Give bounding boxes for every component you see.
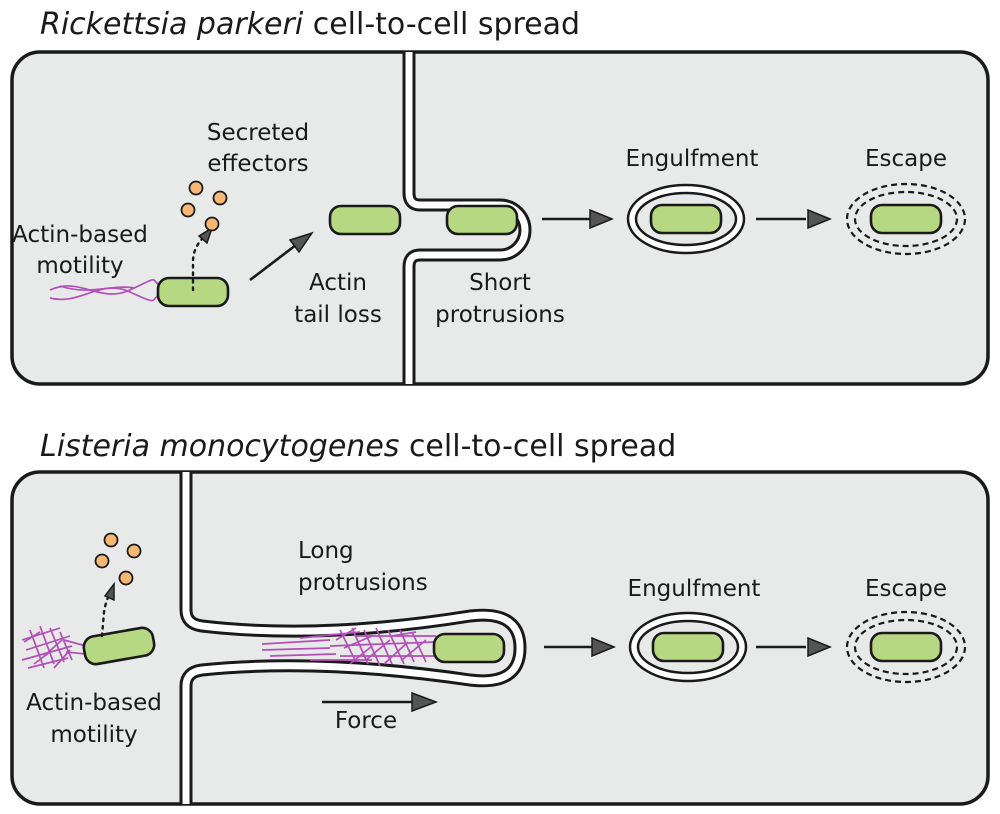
panel-2-title: Listeria monocytogenes cell-to-cell spre… xyxy=(40,429,676,464)
panel-1-escape-vacuole xyxy=(845,182,967,256)
panel-1-label-motility: motility xyxy=(36,253,123,279)
panel-2-escape-vacuole xyxy=(845,610,967,684)
panel-2-actin-mesh-protrusion xyxy=(261,627,437,667)
panel-1-effectors xyxy=(180,180,228,232)
panel-2-membrane xyxy=(179,472,527,804)
panel-2-bacterium-protrusion xyxy=(432,632,506,664)
panel-2-actin-mesh-left xyxy=(21,625,87,669)
panel-2-bacterium-engulfed xyxy=(651,631,725,663)
panel-2-title-rest: cell-to-cell spread xyxy=(399,429,676,464)
panel-1-label-tail-loss: tail loss xyxy=(294,302,382,328)
panel-1-secretion-arrowhead xyxy=(197,226,214,245)
panel-1-arrow-1 xyxy=(249,243,297,282)
panel-2-label-actin-based: Actin-based xyxy=(26,690,162,716)
panel-1-arrowhead-1 xyxy=(288,231,314,254)
panel-2-label-engulfment: Engulfment xyxy=(628,576,761,602)
panel-1-label-protrusions: protrusions xyxy=(435,302,565,328)
panel-2-engulfment-vacuole xyxy=(628,611,748,683)
panel-1-arrowhead-2 xyxy=(589,208,614,230)
panel-1-label-engulfment: Engulfment xyxy=(626,146,759,172)
panel-1-label-short: Short xyxy=(469,270,531,296)
panel-2-secretion-arrow xyxy=(100,592,112,638)
panel-1-bacterium-engulfed xyxy=(649,203,723,235)
panel-1-bacterium-tail-loss xyxy=(328,204,402,236)
panel-2-effectors xyxy=(94,532,142,586)
panel-1-title-rest: cell-to-cell spread xyxy=(303,7,580,42)
panel-1-label-actin: Actin xyxy=(309,270,367,296)
panel-1-title-italic: Rickettsia parkeri xyxy=(40,7,304,42)
panel-1-membrane xyxy=(402,52,532,384)
panel-1-title: Rickettsia parkeri cell-to-cell spread xyxy=(40,7,580,42)
panel-1-label-secreted: Secreted xyxy=(207,120,309,146)
panel-2-arrowhead-2 xyxy=(807,636,832,658)
panel-1-bacterium-motile xyxy=(156,276,230,308)
panel-2-arrowhead-1 xyxy=(591,636,616,658)
panel-1-label-effectors: effectors xyxy=(207,151,308,177)
panel-2-title-italic: Listeria monocytogenes xyxy=(40,429,399,464)
panel-2-label-long: Long xyxy=(298,538,354,564)
panel-2-label-force: Force xyxy=(335,708,397,734)
panel-1-label-actin-based: Actin-based xyxy=(12,222,148,248)
panel-2-bacterium-escaped xyxy=(869,631,943,663)
panel-2-label-escape: Escape xyxy=(865,576,947,602)
panel-2-label-motility: motility xyxy=(50,722,137,748)
panel-1-secretion-arrow xyxy=(191,236,205,292)
panel-1-bacterium-escaped xyxy=(869,203,943,235)
panel-2-label-protrusions: protrusions xyxy=(298,570,428,596)
panel-1-actin-tail xyxy=(49,278,161,302)
panel-1-bacterium-protrusion xyxy=(445,204,519,236)
panel-1-label-escape: Escape xyxy=(865,146,947,172)
panel-1-arrowhead-3 xyxy=(807,208,832,230)
panel-1-engulfment-vacuole xyxy=(626,183,746,255)
panel-2-force-arrowhead xyxy=(411,691,439,713)
panel-2-secretion-arrowhead xyxy=(103,581,115,602)
